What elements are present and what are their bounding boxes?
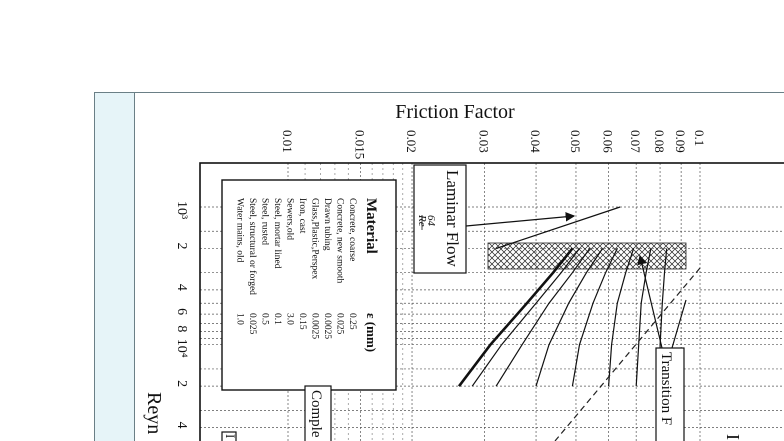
laminar-arrow <box>465 211 576 227</box>
y-tick-label: 0.1 <box>692 130 707 146</box>
x-tick-label: 2 <box>174 242 189 249</box>
x-tick-label: 6 <box>174 308 189 315</box>
y-tick-label: 0.07 <box>628 130 643 153</box>
legend-value: 0.025 <box>335 313 345 335</box>
chart-title: Friction Factor <box>395 101 515 123</box>
legend-value: 0.0025 <box>310 313 320 339</box>
legend-material: Steel, rusted <box>260 198 270 245</box>
complete-box <box>304 385 332 441</box>
legend-material: Concrete, coarse <box>347 198 357 261</box>
transition-arrow-1 <box>637 254 663 349</box>
transition-zone <box>487 242 687 270</box>
y-tick-labels: 0.01 0.015 0.02 0.03 0.04 0.05 0.06 0.07 0.08 0.0… <box>280 130 707 159</box>
x-tick-label: 4 <box>174 422 189 429</box>
plot-border <box>199 162 784 441</box>
y-tick-label: 0.04 <box>528 130 543 153</box>
complete-turbulence-boundary <box>554 267 701 441</box>
x-tick-label: 8 <box>174 325 189 332</box>
y-tick-label: 0.08 <box>652 130 667 153</box>
x-tick-label: 10⁴ <box>174 339 189 358</box>
laminar-flow-line <box>495 206 621 250</box>
legend-value: 0.5 <box>260 313 270 325</box>
roughness-curve <box>608 248 635 387</box>
sidebar-strip <box>94 92 135 441</box>
transition-annotation: Transition F <box>637 254 687 441</box>
x-tick-label: 2 <box>174 380 189 387</box>
y-tick-label: 0.09 <box>673 130 688 153</box>
laminar-formula-den: Re <box>416 214 428 227</box>
transition-box <box>655 347 685 441</box>
legend-value: 0.025 <box>247 313 257 335</box>
transition-label: Transition F <box>658 352 674 425</box>
complete-label: Comple <box>308 390 324 438</box>
legend-material: Sewers,old <box>285 198 295 240</box>
x-tick-label: 10³ <box>174 201 189 219</box>
right-edge-fragment: I <box>723 434 743 440</box>
roughness-curve <box>495 248 591 387</box>
x-axis-label: Reyn <box>143 392 165 434</box>
y-tick-label: 0.015 <box>353 130 368 159</box>
y-tick-label: 0.05 <box>568 130 583 153</box>
legend-material: Iron, cast <box>297 198 307 234</box>
laminar-box <box>413 164 467 274</box>
material-legend: Material ε (mm) Concrete, coarse0.25Conc… <box>221 179 397 391</box>
legend-rows: Concrete, coarse 0.25 Concrete, new smooth… <box>235 198 358 339</box>
legend-material: Steel, mortar lined <box>272 198 282 269</box>
roughness-curve <box>571 248 618 387</box>
complete-annotation: Comple <box>304 385 332 441</box>
legend-value: 1.0 <box>235 313 245 325</box>
y-tick-label: 0.06 <box>601 130 616 153</box>
legend-value: 0.25 <box>347 313 357 330</box>
y-tick-label: 0.03 <box>477 130 492 153</box>
laminar-annotation: Laminar Flow 64 Re <box>413 164 576 274</box>
legend-value-header: ε (mm) <box>364 313 379 352</box>
laminar-label: Laminar Flow <box>443 170 462 268</box>
y-tick-label: 0.02 <box>404 130 419 153</box>
curves <box>457 206 668 387</box>
laminar-formula-num: 64 <box>425 215 437 227</box>
legend-material: Glass,Plastic,Perspex <box>310 198 320 280</box>
x-tick-labels: 10³ 2 4 6 8 10⁴ 2 4 <box>174 201 189 429</box>
legend-value: 0.15 <box>297 313 307 330</box>
legend-material: Drawn tubing <box>322 198 332 251</box>
legend-value: 0.0025 <box>322 313 332 339</box>
legend-value: 0.1 <box>272 313 282 325</box>
legend-material: Concrete, new smooth <box>335 198 345 283</box>
roughness-curve <box>535 248 603 387</box>
boxed-fragment: I <box>223 434 238 438</box>
legend-material: Steel, structural or forged <box>247 198 258 295</box>
legend-material: Water mains, old <box>235 198 245 263</box>
roughness-curve <box>457 247 574 387</box>
x-tick-label: 4 <box>174 284 189 291</box>
roughness-curve <box>635 248 652 387</box>
transition-arrow-2 <box>671 299 687 349</box>
legend-title: Material <box>363 198 379 254</box>
legend-box <box>221 179 397 391</box>
legend-value: 3.0 <box>285 313 295 325</box>
roughness-curve <box>471 248 580 387</box>
boxed-fragment-box <box>221 431 237 441</box>
y-tick-label: 0.01 <box>280 130 295 153</box>
